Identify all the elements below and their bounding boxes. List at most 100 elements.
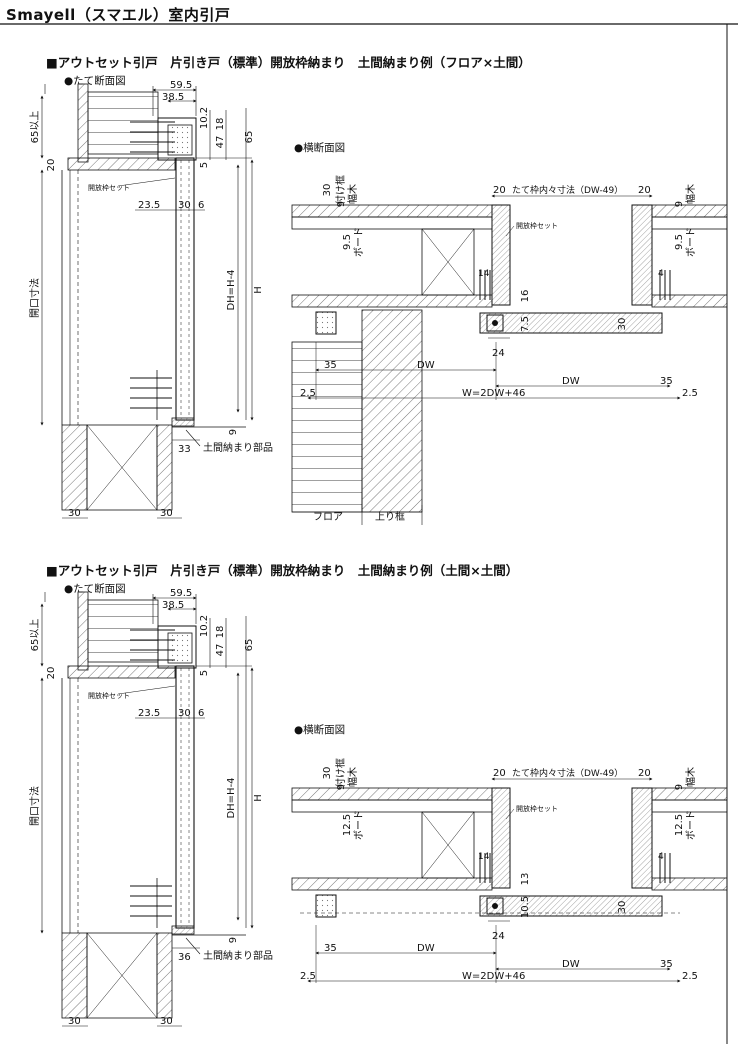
h-dim-30: 30 <box>322 767 333 780</box>
v-dim-5: 5 <box>199 162 210 168</box>
h-w-formula: W=2DW+46 <box>462 388 525 399</box>
h-board-right: ボード <box>685 810 697 840</box>
h-dim-24: 24 <box>492 348 505 359</box>
h-board-dim-left: 12.5 <box>342 814 353 836</box>
v-dim-5: 5 <box>199 670 210 676</box>
h-board-dim-right: 9.5 <box>674 234 685 250</box>
v-dim-23-5: 23.5 <box>138 200 160 211</box>
h-floor: フロア <box>313 512 343 523</box>
v-dim-h: H <box>253 794 264 802</box>
h-dim-35b: 35 <box>660 376 673 387</box>
v-dim-47: 47 <box>215 644 226 657</box>
h-dim-2-5b: 2.5 <box>682 971 698 982</box>
h-dim-9b: 9 <box>674 784 685 790</box>
v-dim-65: 65 <box>244 131 255 144</box>
v-floor-part: 土間納まり部品 <box>203 949 273 962</box>
section-1-drawing: 59.538.5 10.2 18 47 5 65 65以上 20 開放枠セット 23.5 30 6DH… <box>28 80 728 525</box>
h-tsukekamachi: 付け框 <box>334 175 347 205</box>
h-dw2: DW <box>562 959 580 970</box>
v-opening: 開口寸法 <box>28 786 41 826</box>
h-set-note: 開放枠セット <box>516 221 558 230</box>
v-dim-65-min: 65以上 <box>29 619 41 652</box>
v-dim-bottom: 36 <box>178 952 191 963</box>
v-dim-65-min: 65以上 <box>29 111 41 144</box>
v-dim-23-5: 23.5 <box>138 708 160 719</box>
h-dim-14: 14 <box>478 269 490 279</box>
h-habaki-right: 幅木 <box>684 767 697 787</box>
v-dim-38-5: 38.5 <box>162 92 184 103</box>
v-dim-59-5: 59.5 <box>170 80 192 91</box>
v-dim-h: H <box>253 286 264 294</box>
section-2-horizontal-label: ●横断面図 <box>294 724 346 736</box>
v-dim-59-5: 59.5 <box>170 588 192 599</box>
h-inner-frame: たて枠内々寸法（DW-49） <box>512 184 623 196</box>
h-dim-2-5a: 2.5 <box>300 971 316 982</box>
h-dim-20b: 20 <box>638 768 651 779</box>
v-dim-38-5: 38.5 <box>162 600 184 611</box>
v-set-note: 開放枠セット <box>88 691 130 700</box>
v-dim-dh: DH=H-4 <box>226 777 237 818</box>
h-dim-30: 30 <box>322 184 333 197</box>
v-opening: 開口寸法 <box>28 278 41 318</box>
h-dim-35b: 35 <box>660 959 673 970</box>
h-dw2: DW <box>562 376 580 387</box>
v-dim-9: 9 <box>228 429 239 435</box>
h-dim-16: 16 <box>520 290 531 303</box>
h-habaki-left: 幅木 <box>346 184 359 204</box>
v-dim-dh: DH=H-4 <box>226 269 237 310</box>
v-set-note: 開放枠セット <box>88 183 130 192</box>
section-1-title: ■アウトセット引戸 片引き戸（標準）開放枠納まり 土間納まり例（フロア×土間） <box>46 55 531 70</box>
h-dim-20a: 20 <box>493 768 506 779</box>
h-dim-35a: 35 <box>324 943 337 954</box>
v-dim-18: 18 <box>215 626 226 639</box>
h-dim-4: 4 <box>658 852 664 862</box>
v-dim-30-right: 30 <box>160 508 173 519</box>
v-dim-20: 20 <box>46 667 57 680</box>
h-dim-14: 14 <box>478 852 490 862</box>
h-dim-30r: 30 <box>617 318 628 331</box>
h-dim-4: 4 <box>658 269 664 279</box>
h-habaki-right: 幅木 <box>684 184 697 204</box>
v-floor-part: 土間納まり部品 <box>203 441 273 454</box>
h-dim-30r: 30 <box>617 901 628 914</box>
h-dim-20a: 20 <box>493 185 506 196</box>
v-dim-47: 47 <box>215 136 226 149</box>
v-dim-18: 18 <box>215 118 226 131</box>
v-dim-bottom: 33 <box>178 444 191 455</box>
h-dim-2-5b: 2.5 <box>682 388 698 399</box>
h-board-right: ボード <box>685 227 697 257</box>
v-dim-30: 30 <box>178 200 191 211</box>
v-dim-30-right: 30 <box>160 1016 173 1027</box>
h-agari: 上り框 <box>375 510 405 523</box>
h-dim-16: 13 <box>520 873 531 886</box>
h-dim-7-5: 7.5 <box>520 316 531 332</box>
h-board-left: ボード <box>353 810 365 840</box>
section-2-title: ■アウトセット引戸 片引き戸（標準）開放枠納まり 土間納まり例（土間×土間） <box>46 563 519 578</box>
h-inner-frame: たて枠内々寸法（DW-49） <box>512 767 623 779</box>
h-dim-9a: 9 <box>336 201 347 207</box>
v-dim-9: 9 <box>228 937 239 943</box>
v-dim-6: 6 <box>198 200 204 211</box>
h-dim-9a: 9 <box>336 784 347 790</box>
page-title: Smayell（スマエル）室内引戸 <box>6 6 231 24</box>
v-dim-10-2: 10.2 <box>199 615 210 637</box>
v-dim-30-left: 30 <box>68 1016 81 1027</box>
h-board-dim-left: 9.5 <box>342 234 353 250</box>
section-1-horizontal-label: ●横断面図 <box>294 142 346 154</box>
h-dim-9b: 9 <box>674 201 685 207</box>
h-board-dim-right: 12.5 <box>674 814 685 836</box>
h-dw1: DW <box>417 360 435 371</box>
h-dim-7-5: 10.5 <box>520 896 531 918</box>
v-dim-30: 30 <box>178 708 191 719</box>
h-w-formula: W=2DW+46 <box>462 971 525 982</box>
v-dim-10-2: 10.2 <box>199 107 210 129</box>
h-dim-24: 24 <box>492 931 505 942</box>
h-set-note: 開放枠セット <box>516 804 558 813</box>
v-dim-65: 65 <box>244 639 255 652</box>
h-tsukekamachi: 付け框 <box>334 758 347 788</box>
h-dw1: DW <box>417 943 435 954</box>
h-dim-20b: 20 <box>638 185 651 196</box>
